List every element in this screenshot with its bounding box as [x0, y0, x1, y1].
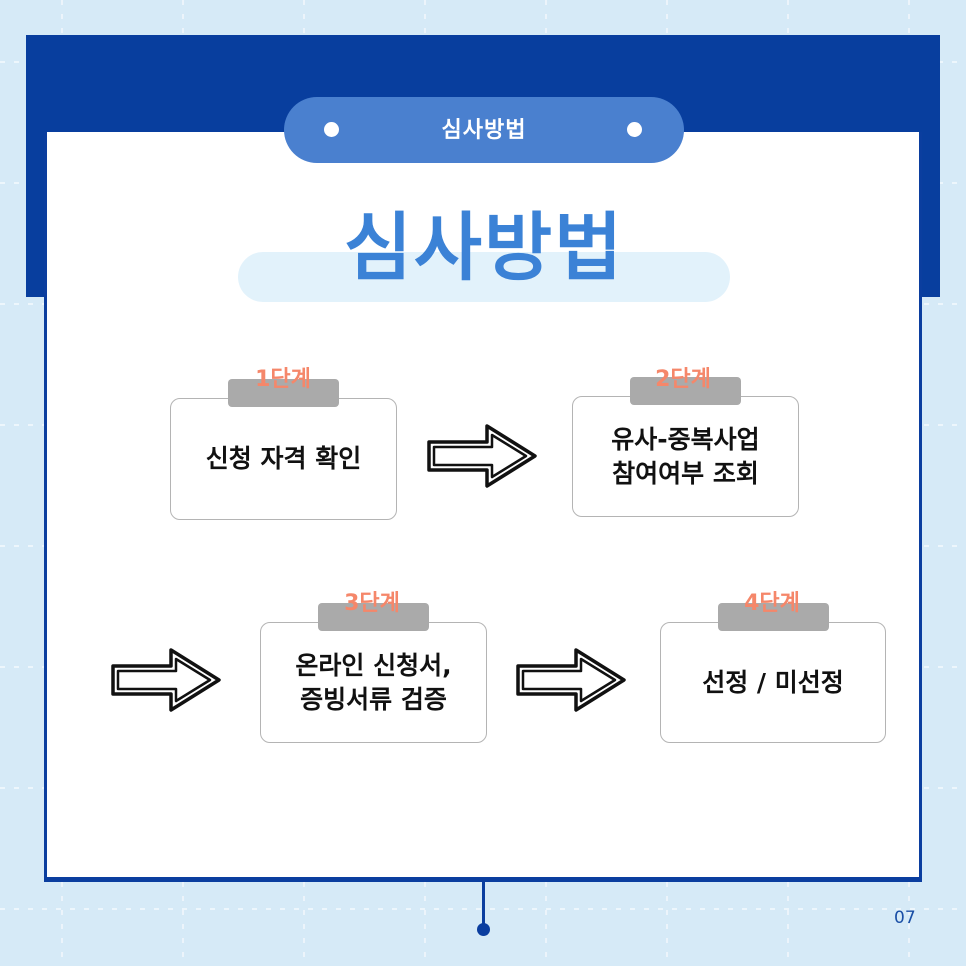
outline-arrow-right-icon	[109, 644, 225, 716]
step-box-2: 유사-중복사업 참여여부 조회	[572, 396, 799, 517]
step-label-3: 3단계	[344, 591, 400, 616]
step-tab-1	[228, 379, 339, 407]
step-label-2: 2단계	[655, 367, 711, 392]
title-highlight	[238, 252, 730, 302]
pill-label: 심사방법	[441, 118, 527, 143]
step-label-1: 1단계	[255, 367, 311, 392]
pill-dot-icon	[324, 122, 339, 137]
step-tab-2	[630, 377, 741, 405]
page-title: 심사방법	[343, 205, 625, 291]
step-tab-4	[718, 603, 829, 631]
bottom-connector-line	[482, 882, 485, 928]
pill-dot-icon	[627, 122, 642, 137]
step-label-4: 4단계	[744, 591, 800, 616]
step-tab-3	[318, 603, 429, 631]
step-box-3: 온라인 신청서, 증빙서류 검증	[260, 622, 487, 743]
step-box-4: 선정 / 미선정	[660, 622, 886, 743]
outline-arrow-right-icon	[425, 420, 541, 492]
step-box-1: 신청 자격 확인	[170, 398, 397, 520]
connector-dot-icon	[477, 923, 490, 936]
outline-arrow-right-icon	[514, 644, 630, 716]
section-pill: 심사방법	[284, 97, 684, 163]
page-number: 07	[894, 908, 916, 928]
